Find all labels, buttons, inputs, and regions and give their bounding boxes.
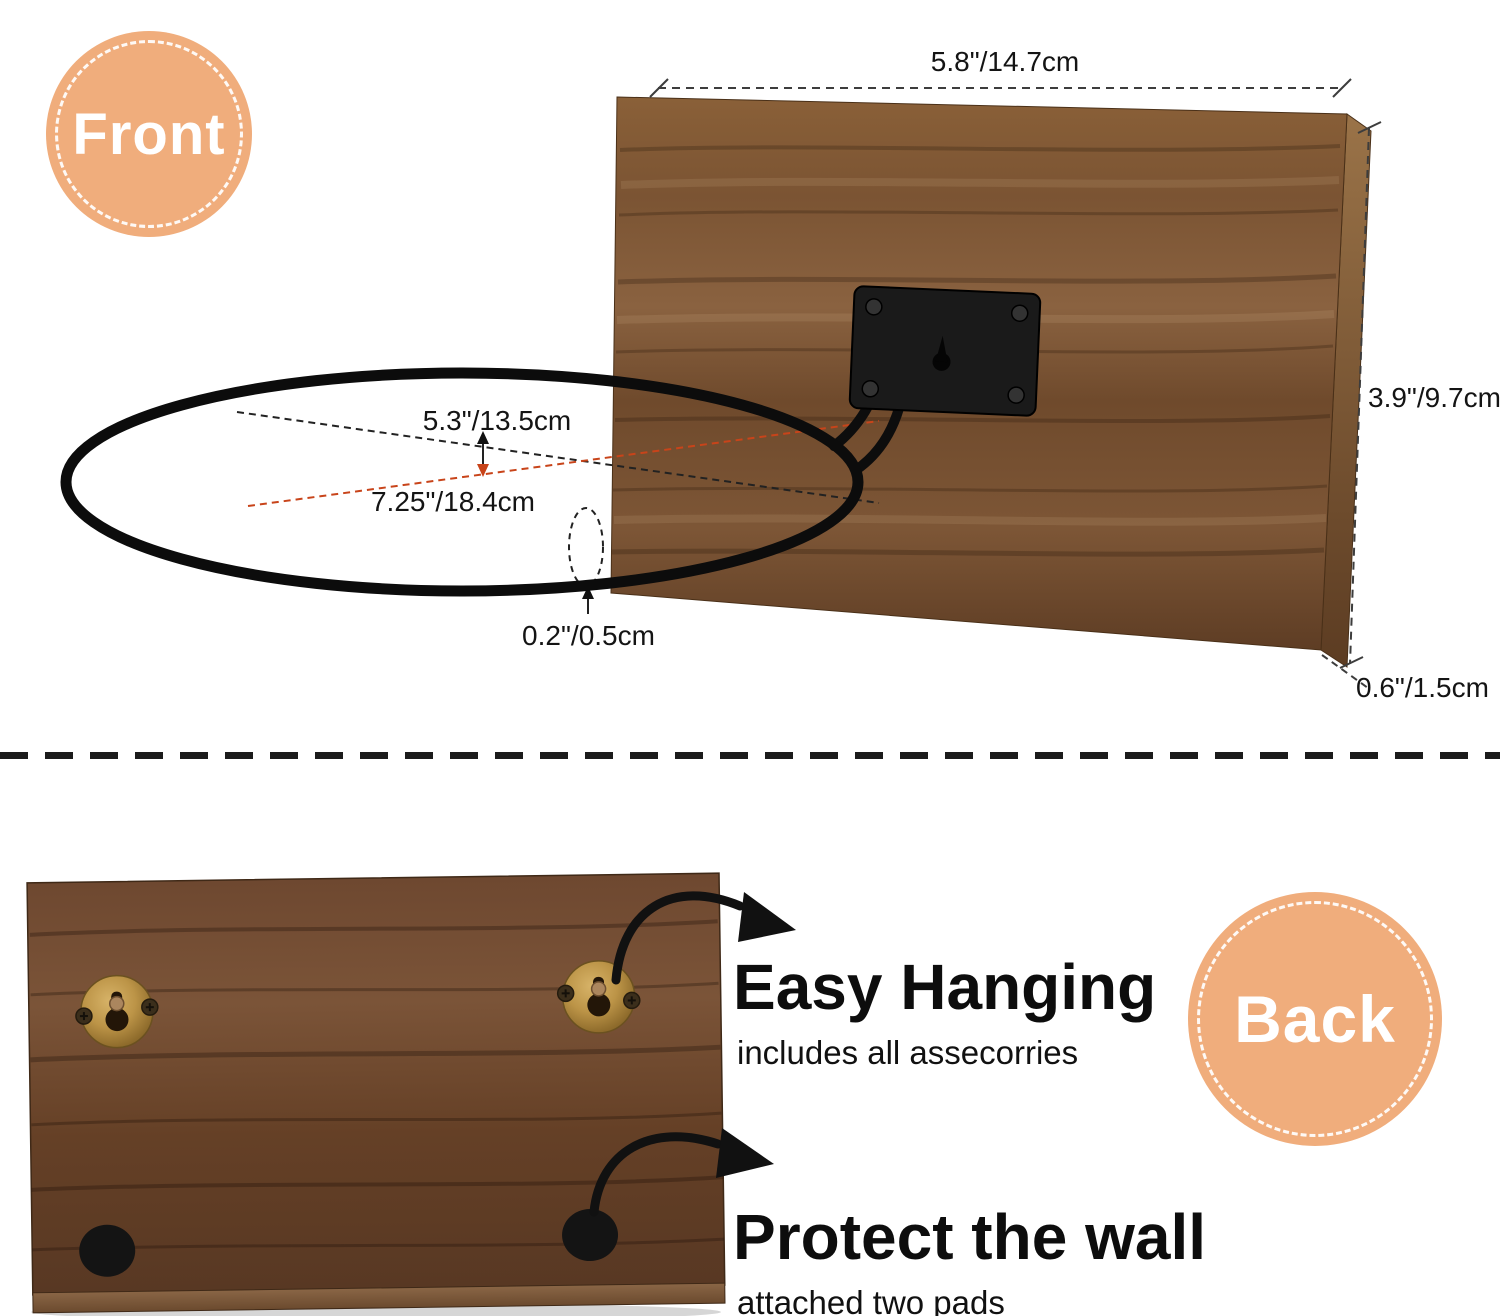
back-badge: Back xyxy=(1188,892,1442,1146)
back-badge-label: Back xyxy=(1234,982,1396,1056)
front-view-illustration xyxy=(60,78,1382,689)
wood-grain xyxy=(611,144,1341,557)
dim-thickness-label: 0.6"/1.5cm xyxy=(1356,672,1489,703)
dim-height-label: 3.9"/9.7cm xyxy=(1368,382,1500,413)
wood-board-back xyxy=(26,872,726,1314)
plate-keyhole-icon xyxy=(932,335,951,371)
callout-arrows xyxy=(589,891,796,1217)
curved-arrow-icon xyxy=(611,891,796,985)
feature-hanging-title: Easy Hanging xyxy=(733,951,1157,1023)
back-view-illustration xyxy=(26,872,796,1316)
front-badge: Front xyxy=(46,31,252,237)
wall-pad-icon xyxy=(79,1224,136,1277)
feature-hanging-subtitle: includes all assecorries xyxy=(737,1034,1079,1071)
wall-pad-icon xyxy=(562,1209,619,1262)
curved-arrow-icon xyxy=(589,1128,774,1217)
wall-screw-peg xyxy=(590,981,607,997)
keyhole-hanger-icon xyxy=(75,974,159,1049)
dim-width-label: 5.8"/14.7cm xyxy=(930,46,1080,77)
plate-screws xyxy=(861,298,1029,404)
dim-ring-diameter-label: 7.25"/18.4cm xyxy=(370,486,536,517)
dim-wire-thickness-label: 0.2"/0.5cm xyxy=(522,620,655,651)
feature-protect-subtitle: attached two pads xyxy=(737,1284,1005,1316)
front-badge-label: Front xyxy=(72,101,226,167)
mounting-plate xyxy=(848,285,1042,417)
wall-screw-peg xyxy=(109,995,125,1012)
feature-protect-title: Protect the wall xyxy=(733,1201,1206,1273)
dim-ring-front-label: 5.3"/13.5cm xyxy=(422,405,572,436)
section-divider xyxy=(0,752,1500,759)
